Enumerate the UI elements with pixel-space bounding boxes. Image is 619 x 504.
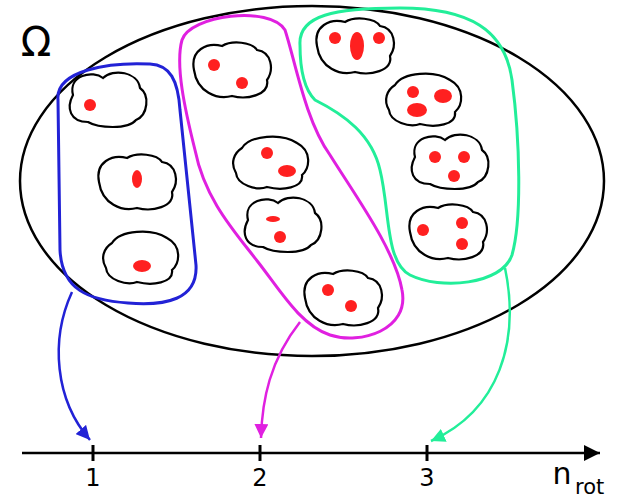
red-dot [132,170,142,188]
red-dot [274,231,286,243]
mapping-arrow [59,292,90,440]
red-dot [345,300,357,312]
shape-sample [409,205,486,260]
blob-outline [233,137,308,189]
red-dot [458,151,470,163]
tick-number: 1 [85,466,100,490]
red-dot [208,59,220,71]
set-symbol: Ω [21,22,52,62]
shape-sample [316,19,393,74]
red-dot [448,170,460,182]
axis-subscript: rot [575,477,604,498]
set-ellipse [20,6,604,356]
axis-tick [259,445,262,461]
blob-outline [316,19,393,74]
blob-outline [193,43,270,98]
shape-sample [304,271,381,326]
shape-sample [70,73,147,127]
blob-outline [70,73,147,127]
shape-sample [103,232,178,284]
red-dot [407,86,419,98]
mapping-arrow [431,268,510,441]
shape-sample [245,198,322,252]
shape-sample [386,74,461,126]
red-dot [133,260,151,272]
shape-sample [193,43,270,98]
class-loop [58,64,196,304]
mapping-arrow [261,322,300,438]
shape-sample [98,155,175,210]
tick-number: 2 [252,466,267,490]
blob-outline [103,232,178,284]
red-dot [429,151,441,163]
red-dot [329,32,341,44]
red-dot [261,147,273,159]
blob-outline [245,198,322,252]
red-dot [417,224,429,236]
red-dot [456,217,468,229]
red-dot [456,238,468,250]
red-dot [350,32,364,60]
axis-tick [92,445,95,461]
red-dot [278,165,296,177]
red-dot [322,284,334,296]
blob-outline [412,135,489,189]
blob-outline [98,155,175,210]
red-dot [84,99,96,111]
blob-outline [409,205,486,260]
axis-tick [426,445,429,461]
class-loop [300,8,519,283]
red-dot [236,77,248,89]
tick-number: 3 [419,466,434,490]
class-loop [180,16,403,338]
blob-outline [386,74,461,126]
red-dot [266,216,280,222]
red-dot [373,32,385,44]
red-dot [434,89,452,103]
shape-sample [412,135,489,189]
axis-line [22,452,600,455]
blob-outline [304,271,381,326]
shape-sample [233,137,308,189]
red-dot [407,103,427,117]
axis-symbol: n [552,459,571,489]
